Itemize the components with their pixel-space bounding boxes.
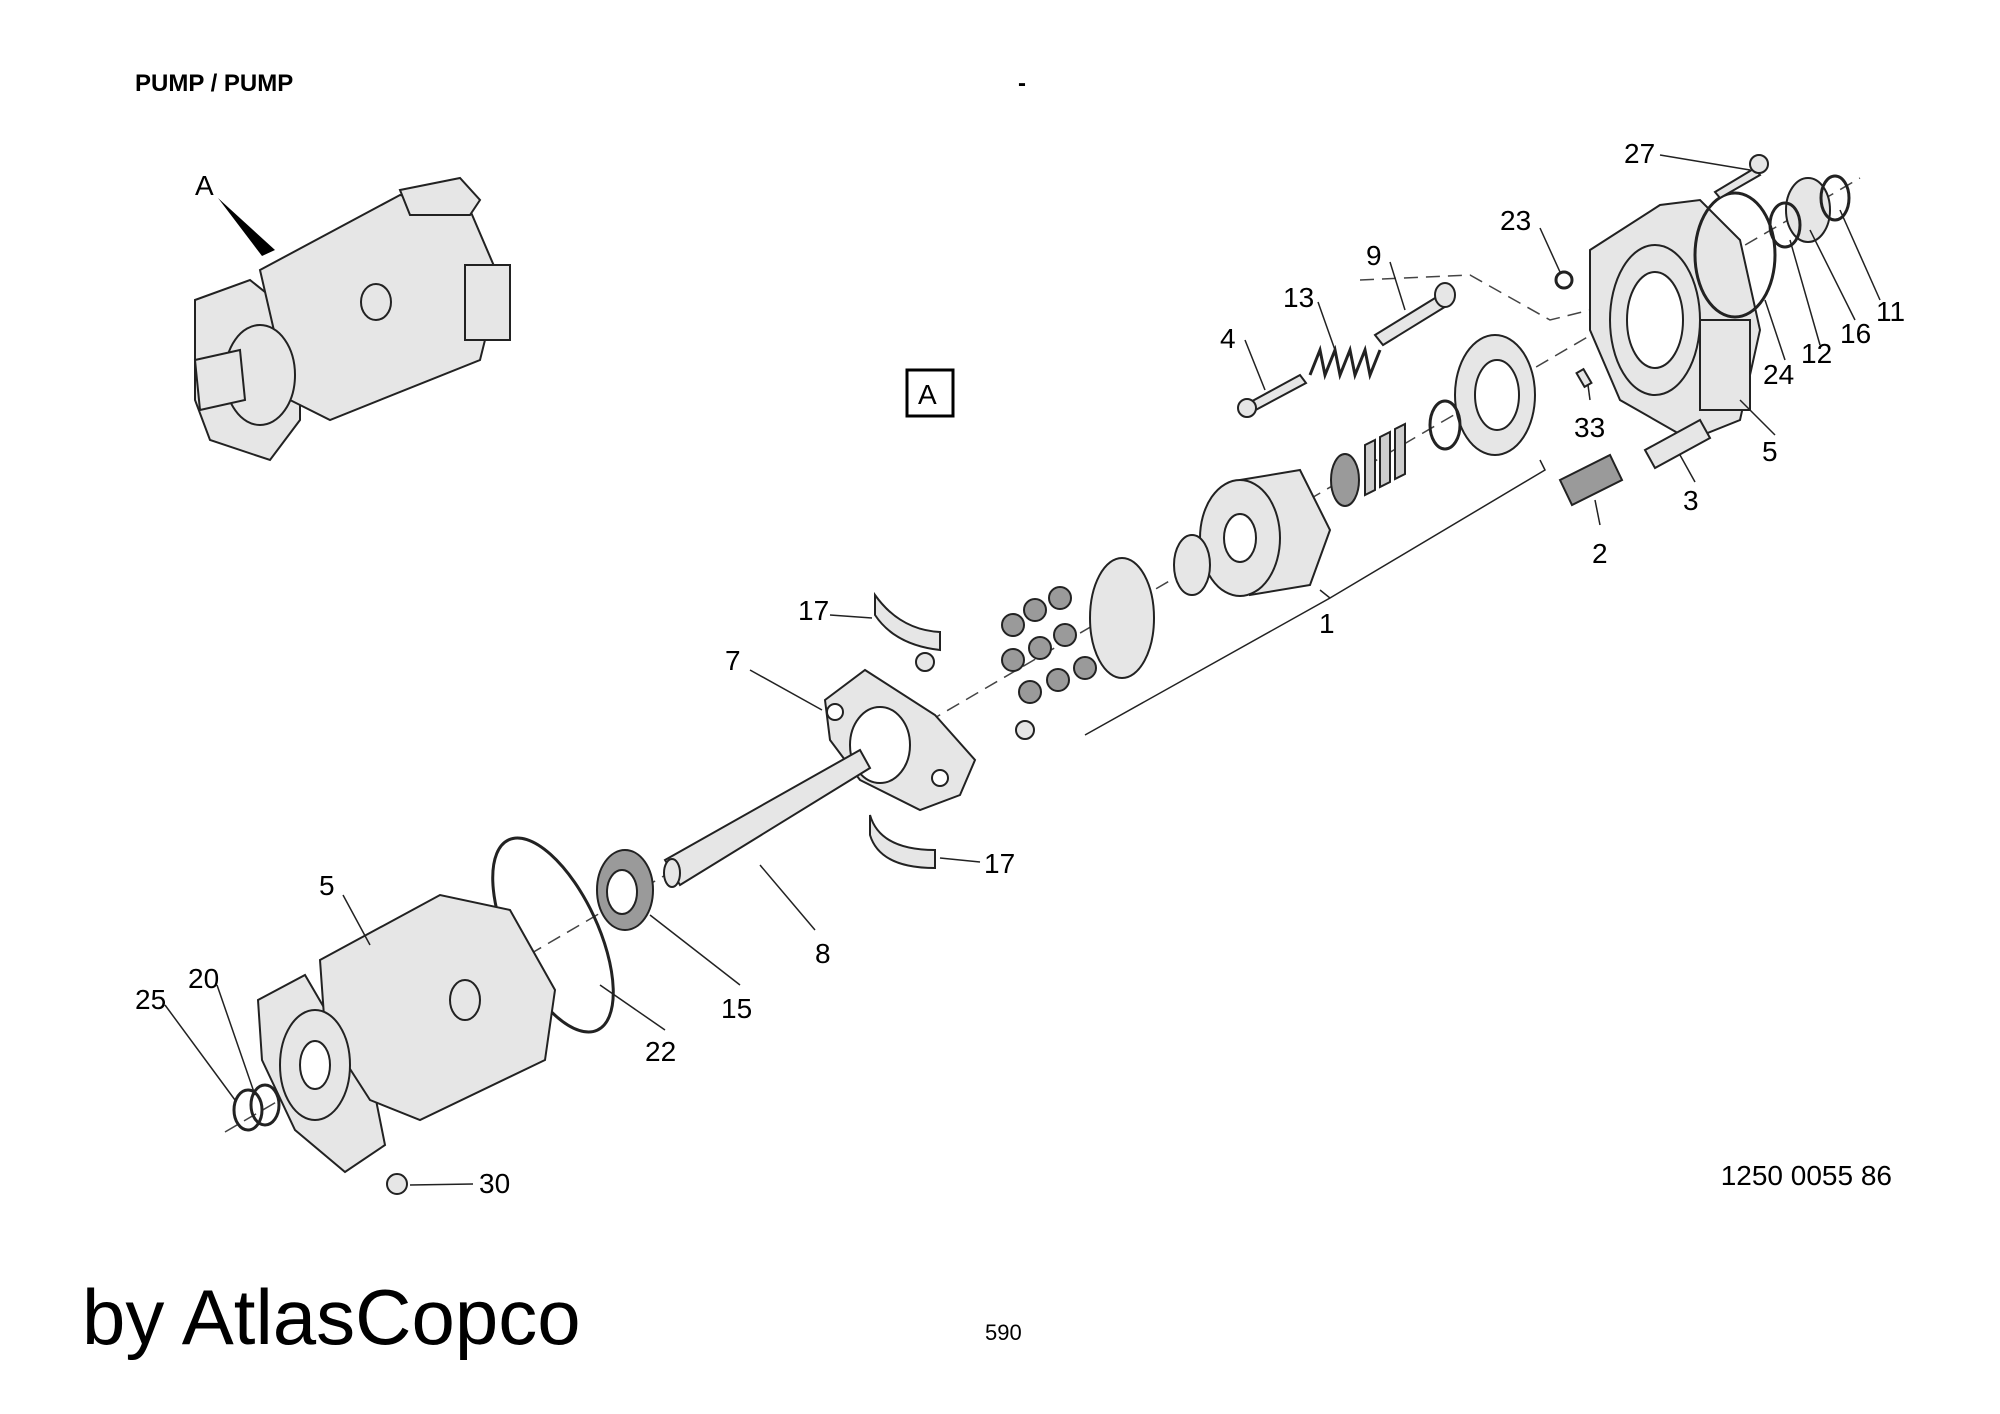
- part-spring-pack: [1364, 422, 1406, 497]
- label-12: 12: [1801, 338, 1832, 369]
- label-9: 9: [1366, 240, 1382, 271]
- part-bolt: [1713, 166, 1762, 200]
- part-spline-hub: [1173, 534, 1211, 596]
- part-plug: [386, 1173, 408, 1195]
- part-retainer-plate: [1089, 557, 1155, 679]
- label-5-end-cap: 5: [1762, 436, 1778, 467]
- label-1: 1: [1319, 608, 1335, 639]
- part-ring-25: [249, 1083, 281, 1127]
- leader-lines: [164, 154, 1881, 1186]
- label-25: 25: [135, 984, 166, 1015]
- label-11: 11: [1876, 296, 1905, 327]
- part-small-ring: [1554, 270, 1574, 290]
- label-16: 16: [1840, 318, 1871, 349]
- part-pistons: [1001, 586, 1097, 704]
- label-24: 24: [1763, 359, 1794, 390]
- part-dowel: [1575, 367, 1593, 389]
- part-bearing-shell: [874, 591, 941, 652]
- part-housing: [256, 893, 557, 1174]
- label-2: 2: [1592, 538, 1608, 569]
- assembled-pump-view: A: [193, 170, 511, 462]
- part-seal: [1785, 177, 1831, 243]
- label-15: 15: [721, 993, 752, 1024]
- label-20: 20: [188, 963, 219, 994]
- label-27: 27: [1624, 138, 1655, 169]
- part-drive-shaft: [663, 748, 872, 887]
- part-spring: [1308, 344, 1382, 381]
- part-ring-20: [232, 1088, 264, 1132]
- callout-label: A: [195, 170, 214, 201]
- document-number: 1250 0055 86: [1720, 1160, 1892, 1191]
- label-30: 30: [479, 1168, 510, 1199]
- part-washer: [1330, 453, 1360, 507]
- part-end-cap: [1589, 198, 1762, 442]
- label-33: 33: [1574, 412, 1605, 443]
- brand-watermark: by AtlasCopco: [82, 1273, 581, 1361]
- header-separator: -: [1018, 70, 1026, 97]
- page-number: 590: [985, 1320, 1022, 1345]
- part-cylinder-block: [1199, 468, 1332, 597]
- label-5-housing: 5: [319, 870, 335, 901]
- label-7: 7: [725, 645, 741, 676]
- part-guide-pin: [1643, 418, 1712, 470]
- label-22: 22: [645, 1036, 676, 1067]
- part-bearing-shell: [869, 814, 936, 870]
- part-sleeve: [1558, 453, 1624, 507]
- label-3: 3: [1683, 485, 1699, 516]
- label-17-upper: 17: [798, 595, 829, 626]
- part-o-ring: [1693, 191, 1777, 319]
- label-13: 13: [1283, 282, 1314, 313]
- part-swash-plate: [823, 668, 977, 812]
- label-17-lower: 17: [984, 848, 1015, 879]
- callout-arrow-icon: [218, 198, 275, 256]
- page-title: PUMP / PUMP: [135, 70, 294, 97]
- label-23: 23: [1500, 205, 1531, 236]
- part-circlip: [1819, 174, 1851, 222]
- label-8: 8: [815, 938, 831, 969]
- svg-text:A: A: [918, 379, 937, 410]
- label-4: 4: [1220, 323, 1236, 354]
- view-marker: A: [905, 368, 955, 418]
